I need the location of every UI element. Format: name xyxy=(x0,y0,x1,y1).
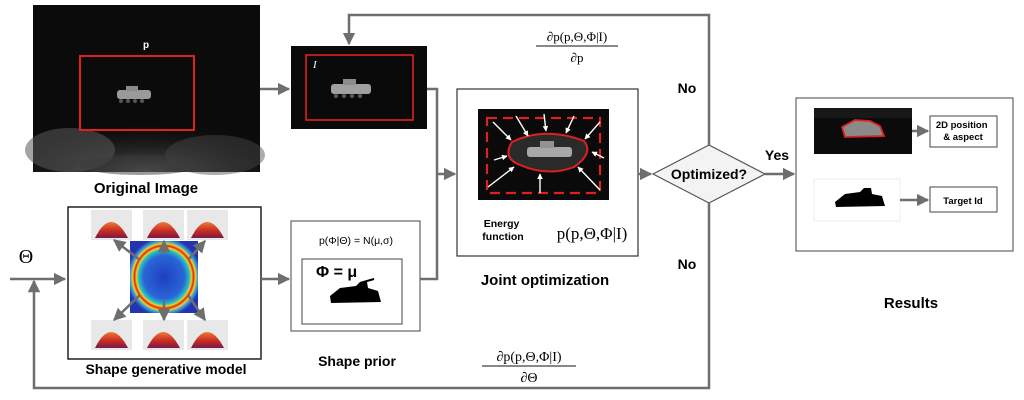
results-label: Results xyxy=(884,295,938,312)
energy-function-label: Energy function xyxy=(482,218,523,243)
p-marker: p xyxy=(143,40,149,51)
shape-generative-model-panel xyxy=(67,206,262,360)
result-silhouette xyxy=(835,188,885,207)
flow-arrows xyxy=(10,13,930,390)
grad-theta-numerator: ∂p(p,Θ,Φ|I) xyxy=(496,350,561,365)
original-image-label: Original Image xyxy=(94,180,198,197)
search-window-box xyxy=(79,55,195,131)
gradient-p-formula: ∂p(p,Θ,Φ|I) ∂p xyxy=(536,29,618,65)
contour-force-arrows xyxy=(487,113,605,193)
results-panel: 2D position & aspect Target Id xyxy=(795,97,1014,252)
position-aspect-label: 2D position & aspect xyxy=(936,120,990,143)
cropped-vehicle-icon xyxy=(331,79,371,99)
grad-p-numerator: ∂p(p,Θ,Φ|I) xyxy=(547,29,607,44)
energy-formula: p(p,Θ,Φ|I) xyxy=(557,224,628,243)
grad-theta-denominator: ∂Θ xyxy=(520,371,537,386)
no-label-bottom: No xyxy=(678,256,697,272)
optimized-decision: Optimized? xyxy=(651,144,767,204)
shape-prior-panel: p(Φ|Θ) = N(μ,σ) Φ = μ xyxy=(290,220,421,332)
dome-thumbnails xyxy=(91,210,228,350)
shape-prior-label: Shape prior xyxy=(318,353,396,369)
cropped-image-panel: I xyxy=(291,46,427,129)
vehicle-icon xyxy=(117,86,151,103)
shape-generative-model-label: Shape generative model xyxy=(85,361,246,377)
prior-distribution-formula: p(Φ|Θ) = N(μ,σ) xyxy=(319,235,393,247)
joint-optimization-label: Joint optimization xyxy=(481,272,609,289)
target-id-label: Target Id xyxy=(943,196,983,207)
result-contour xyxy=(840,119,886,138)
silhouette-icon xyxy=(330,278,381,303)
yes-label: Yes xyxy=(765,147,789,163)
joint-optimization-panel: Energy function p(p,Θ,Φ|I) xyxy=(456,88,639,257)
phi-equals-mu: Φ = μ xyxy=(316,264,357,281)
image-i-marker: I xyxy=(312,59,318,71)
crop-box xyxy=(305,54,414,121)
grad-p-denominator: ∂p xyxy=(571,50,584,65)
gradient-theta-formula: ∂p(p,Θ,Φ|I) ∂Θ xyxy=(482,350,576,386)
energy-vehicle-icon xyxy=(527,141,572,157)
no-label-top: No xyxy=(678,80,697,96)
optimized-label: Optimized? xyxy=(671,166,747,182)
original-image-panel: p xyxy=(25,5,265,175)
theta-input-symbol: Θ xyxy=(19,246,33,268)
generative-arrows xyxy=(113,239,207,322)
